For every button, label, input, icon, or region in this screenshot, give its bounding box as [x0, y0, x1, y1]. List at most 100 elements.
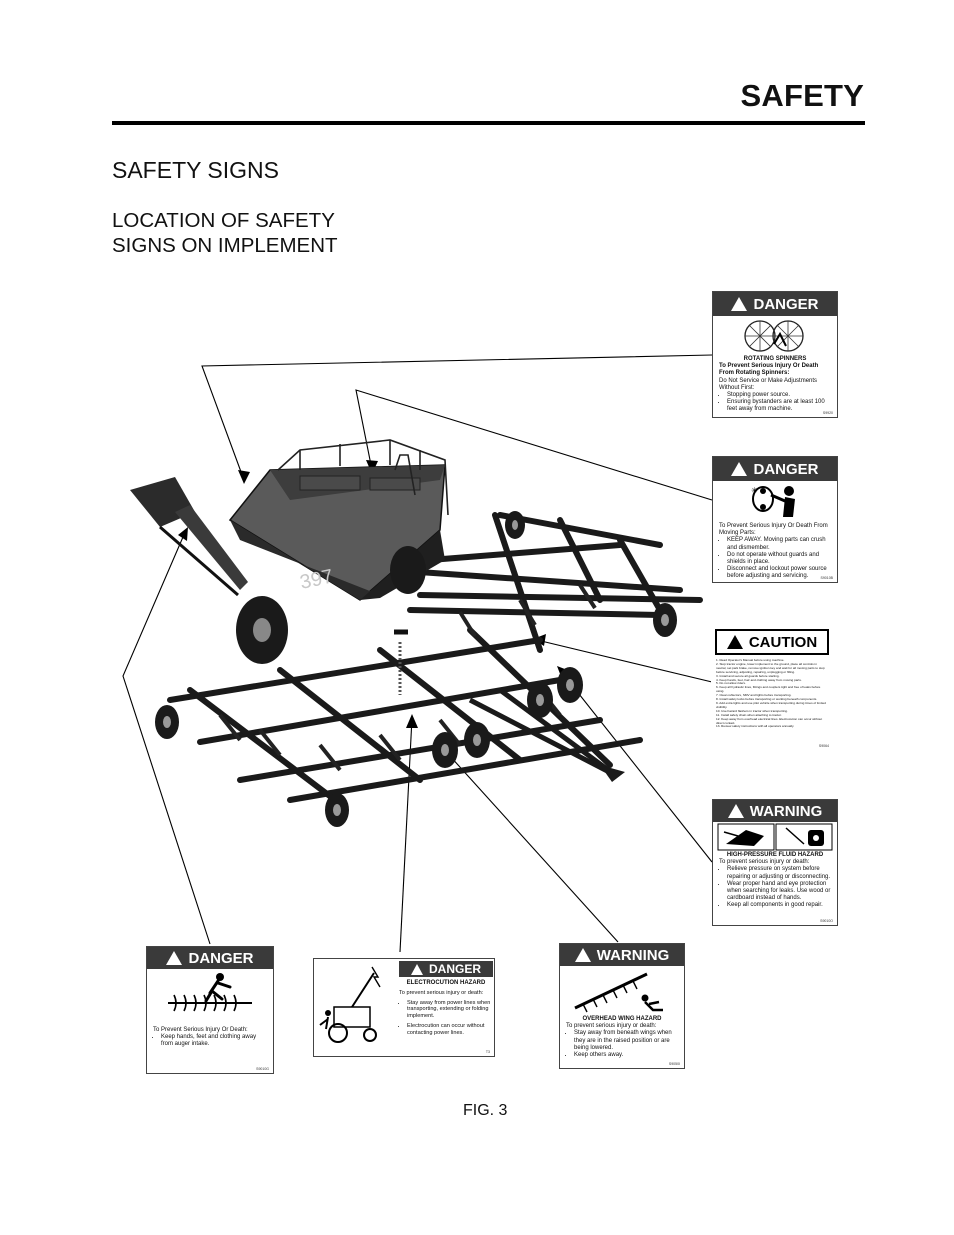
caution-item: 4. Keep hands, feet, hair and clothing a…: [716, 677, 802, 682]
sign-bullet: Keep hands, feet and clothing away from …: [161, 1034, 267, 1048]
sign-electrocution: DANGER ELECTROCUTION HAZARD To prevent s…: [313, 958, 495, 1057]
model-number: 397: [298, 565, 335, 593]
hose-coil: [394, 629, 408, 695]
fluid-injection-pictogram-icon: [717, 823, 833, 851]
sign-code: S9010G: [256, 1067, 269, 1071]
sign-signal-word: DANGER: [753, 460, 819, 478]
hitch: [468, 687, 617, 778]
sign-bullet: Keep all components in good repair.: [727, 902, 831, 909]
leader-electrocution: [399, 717, 413, 953]
sign-signal-word: WARNING: [596, 946, 670, 964]
sign-header: WARNING: [560, 944, 684, 966]
sign-signal-word: WARNING: [749, 802, 823, 820]
sign-header: WARNING: [713, 800, 837, 822]
sign-signal-word: CAUTION: [748, 633, 818, 651]
figure-caption: FIG. 3: [463, 1102, 508, 1119]
warning-triangle-icon: [410, 963, 423, 975]
caution-item: 7. Clean reflectors, SMV and lights befo…: [716, 693, 792, 698]
sign-auger: DANGER To Prevent Serious Injury Or Deat…: [146, 946, 274, 1074]
leader-auger: [122, 529, 211, 945]
sign-line: To prevent serious injury or death:: [399, 990, 484, 996]
sign-line: To Prevent Serious Injury Or Death From …: [719, 523, 828, 537]
caution-item: 1. Read Operator's Manual before using m…: [716, 658, 785, 662]
sign-header: DANGER: [399, 961, 493, 977]
sign-hazard-title: ROTATING SPINNERS: [743, 356, 807, 362]
section-heading: SAFETY SIGNS: [112, 157, 280, 183]
sign-text: To Prevent Serious Injury Or Death: Keep…: [147, 1027, 273, 1049]
sign-bullet: Ensuring bystanders are at least 100 fee…: [727, 399, 831, 413]
caution-item: 8. Install safety locks before transport…: [716, 697, 818, 702]
sign-signal-word: DANGER: [428, 962, 481, 976]
spinner-pictogram-icon: [744, 320, 804, 352]
cart-railing: [277, 439, 449, 516]
subsection-heading: LOCATION OF SAFETY SIGNS ON IMPLEMENT: [112, 208, 338, 258]
sign-bullet: Stay away from beneath wings when they a…: [574, 1030, 678, 1052]
leader-spinner-sign: [201, 354, 713, 481]
sign-code: S9010B: [820, 576, 833, 580]
caution-list: 1. Read Operator's Manual before using m…: [711, 657, 833, 731]
sign-bullet: KEEP AWAY. Moving parts can crush and di…: [727, 537, 831, 551]
sign-code: S9010O: [820, 919, 833, 923]
sign-header: DANGER: [713, 292, 837, 316]
sign-overhead-wing: WARNING OVERHEAD WING HAZARD To prevent …: [559, 943, 685, 1069]
sign-text: To prevent serious injury or death: Stay…: [560, 1023, 684, 1059]
sign-code: S9064: [818, 744, 829, 748]
hitch-tongue: [600, 765, 625, 782]
caution-item: 3. Install and secure all guards before …: [716, 673, 780, 678]
sign-rotating-spinners: DANGER ROTATING SPINNERS To Prevent Seri…: [712, 291, 838, 418]
subsection-heading-line2: SIGNS ON IMPLEMENT: [112, 234, 338, 257]
sign-hazard-title: HIGH-PRESSURE FLUID HAZARD: [726, 852, 824, 858]
sign-line: To Prevent Serious Injury Or Death From …: [719, 363, 819, 377]
sign-line: To Prevent Serious Injury Or Death:: [153, 1027, 248, 1033]
sign-bullet: Stay away from power lines when transpor…: [407, 1000, 493, 1020]
electrocution-text-panel: DANGER ELECTROCUTION HAZARD To prevent s…: [399, 961, 493, 1037]
sign-code: T3: [485, 1050, 490, 1054]
sign-signal-word: DANGER: [188, 949, 254, 967]
caution-item: 5. Do not allow riders.: [716, 681, 746, 686]
sign-line: To prevent serious injury or death:: [719, 859, 810, 866]
sign-header: CAUTION: [715, 629, 829, 655]
sign-moving-parts: DANGER ✳ To Prevent Serious Injury Or De…: [712, 456, 838, 583]
sign-text: To prevent serious injury or death: Stay…: [399, 990, 493, 1037]
sign-signal-word: DANGER: [753, 295, 819, 313]
title-rule: [112, 121, 865, 125]
sign-high-pressure-fluid: WARNING HIGH-PRESSURE FLUID HAZARD To pr…: [712, 799, 838, 926]
warning-triangle-icon: [731, 462, 748, 476]
sign-bullet: Wear proper hand and eye protection when…: [727, 881, 831, 903]
sign-text: To prevent serious injury or death: Reli…: [713, 859, 837, 909]
belt-entanglement-pictogram-icon: ✳: [751, 486, 795, 517]
warning-triangle-icon: [726, 635, 743, 649]
leader-caution: [536, 639, 713, 683]
caution-item: 13. Review safety instructions with all …: [716, 724, 795, 729]
caution-item: 2. Stop tractor engine, lower implement …: [716, 661, 825, 674]
sign-bullet: Stopping power source.: [727, 392, 831, 399]
warning-triangle-icon: [574, 948, 591, 962]
sign-caution: CAUTION 1. Read Operator's Manual before…: [711, 627, 833, 750]
sign-bullet: Keep others away.: [574, 1052, 678, 1059]
sign-bullet: Relieve pressure on system before repair…: [727, 866, 831, 880]
caution-item: 10. Use hazard flashers in tractor when …: [716, 708, 788, 713]
caution-item: 6. Keep all hydraulic lines, fittings an…: [716, 685, 821, 694]
caution-item: 12. Keep away from overhead electrical l…: [716, 716, 823, 725]
sign-text: To Prevent Serious Injury Or Death From …: [713, 363, 837, 413]
sign-bullet: Disconnect and lockout power source befo…: [727, 566, 831, 580]
cart-tires: [236, 546, 426, 664]
subsection-heading-line1: LOCATION OF SAFETY: [112, 209, 335, 232]
sign-header: DANGER: [147, 947, 273, 969]
sign-bullet: Do not operate without guards and shield…: [727, 552, 831, 566]
sign-code: S9920: [822, 411, 833, 415]
leader-hydraulic: [559, 669, 713, 863]
sign-code: S9050I: [668, 1062, 680, 1066]
auger-entanglement-pictogram-icon: [168, 973, 252, 1012]
warning-triangle-icon: [166, 951, 183, 965]
warning-triangle-icon: [731, 297, 748, 311]
sign-hazard-title: ELECTROCUTION HAZARD: [406, 980, 486, 986]
sign-header: DANGER: [713, 457, 837, 481]
auger: [130, 477, 248, 597]
tractor-power-line-pictogram-icon: [319, 966, 381, 1043]
sign-line: To prevent serious injury or death:: [566, 1023, 657, 1030]
sign-bullet: Electrocution can occur without contacti…: [407, 1023, 493, 1036]
page-title: SAFETY: [740, 78, 864, 113]
sign-text: To Prevent Serious Injury Or Death From …: [713, 523, 837, 581]
